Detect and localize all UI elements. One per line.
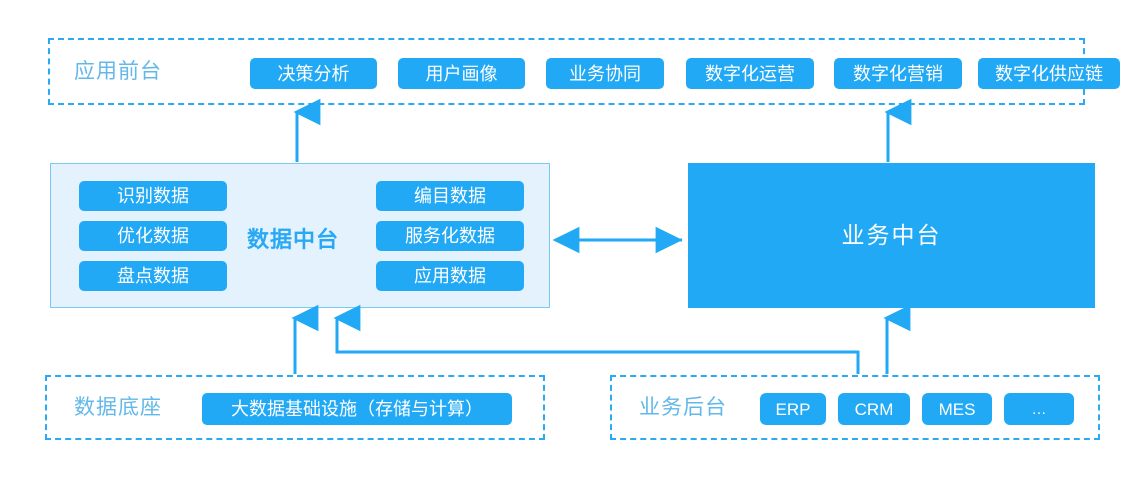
data-platform-title: 数据中台 — [247, 227, 340, 252]
front-office-item-3[interactable]: 数字化运营 — [686, 58, 814, 89]
business-backend-section: 业务后台 ERP CRM MES … — [610, 375, 1100, 440]
data-platform-right-item-2[interactable]: 应用数据 — [376, 261, 524, 291]
front-office-item-1[interactable]: 用户画像 — [398, 58, 525, 89]
business-platform-title: 业务中台 — [841, 222, 942, 248]
business-backend-item-more[interactable]: … — [1004, 393, 1074, 425]
data-platform-right-item-0[interactable]: 编目数据 — [376, 181, 524, 211]
business-backend-item-crm[interactable]: CRM — [838, 393, 910, 425]
business-platform-section: 业务中台 — [688, 163, 1095, 308]
data-platform-right-item-1[interactable]: 服务化数据 — [376, 221, 524, 251]
front-office-item-5[interactable]: 数字化供应链 — [978, 58, 1120, 89]
front-office-item-0[interactable]: 决策分析 — [250, 58, 377, 89]
data-foundation-label: 数据底座 — [74, 396, 162, 419]
data-foundation-section: 数据底座 大数据基础设施（存储与计算） — [45, 375, 545, 440]
arrow-business-backend-to-data-platform — [333, 304, 860, 374]
business-backend-label: 业务后台 — [639, 396, 727, 419]
front-office-label: 应用前台 — [74, 60, 162, 83]
front-office-item-4[interactable]: 数字化营销 — [834, 58, 962, 89]
data-platform-left-item-1[interactable]: 优化数据 — [79, 221, 227, 251]
data-platform-section: 识别数据 优化数据 盘点数据 数据中台 编目数据 服务化数据 应用数据 — [50, 163, 550, 308]
business-backend-item-mes[interactable]: MES — [922, 393, 992, 425]
data-platform-left-item-2[interactable]: 盘点数据 — [79, 261, 227, 291]
data-foundation-item-0[interactable]: 大数据基础设施（存储与计算） — [202, 393, 512, 425]
data-platform-left-item-0[interactable]: 识别数据 — [79, 181, 227, 211]
front-office-section: 应用前台 决策分析 用户画像 业务协同 数字化运营 数字化营销 数字化供应链 — [48, 38, 1120, 105]
front-office-item-2[interactable]: 业务协同 — [546, 58, 664, 89]
business-backend-item-erp[interactable]: ERP — [760, 393, 826, 425]
